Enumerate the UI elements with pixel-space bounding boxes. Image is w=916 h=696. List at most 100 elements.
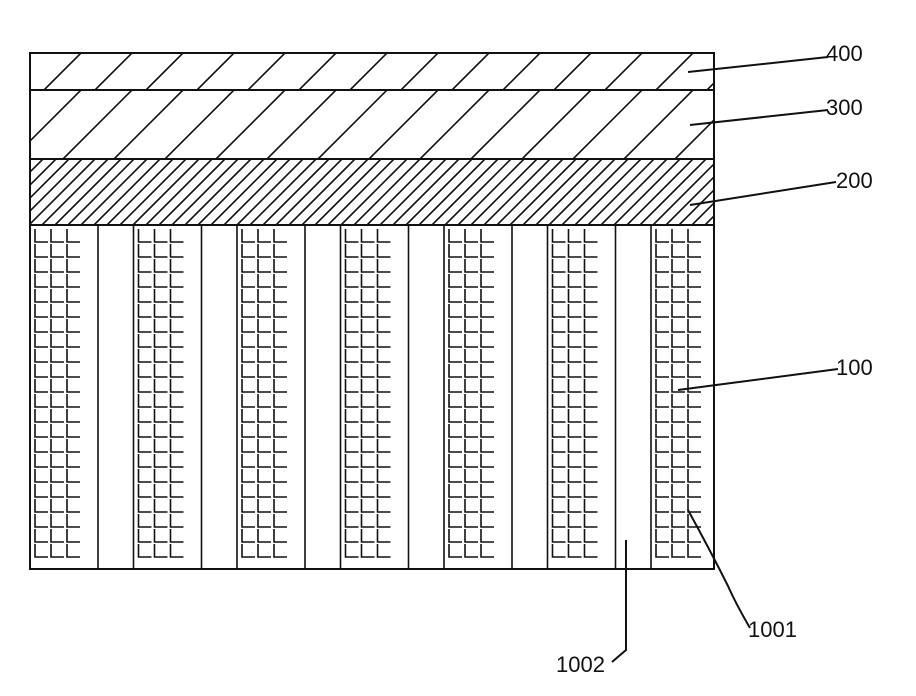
grid-cell: [35, 394, 48, 407]
layer-200-hatch-line: [211, 159, 277, 225]
grid-cell: [171, 394, 184, 407]
grid-cell: [35, 304, 48, 317]
grid-cell: [465, 454, 478, 467]
grid-cell: [449, 454, 462, 467]
grid-cell: [171, 334, 184, 347]
layer-300: [0, 90, 795, 159]
grid-cell: [155, 304, 168, 317]
layer-200-hatch-line: [692, 159, 758, 225]
grid-cell: [672, 229, 685, 242]
grid-cell: [553, 544, 566, 557]
grid-cell: [449, 394, 462, 407]
grid-cell: [242, 259, 255, 272]
grid-cell: [672, 409, 685, 422]
grid-cell: [585, 409, 598, 422]
grid-cell: [155, 529, 168, 542]
grid-cell: [242, 274, 255, 287]
grid-cell: [171, 379, 184, 392]
grid-cell: [171, 319, 184, 332]
grid-cell: [258, 289, 271, 302]
grid-cell: [274, 394, 287, 407]
grid-cell: [258, 379, 271, 392]
grid-cell: [569, 274, 582, 287]
grid-cell: [553, 244, 566, 257]
grid-cell: [569, 454, 582, 467]
grid-cell: [171, 289, 184, 302]
grid-cell: [449, 289, 462, 302]
grid-column-outline: [651, 225, 714, 569]
layer-200-hatch-line: [263, 159, 329, 225]
grid-cell: [139, 394, 152, 407]
grid-cell: [274, 544, 287, 557]
grid-cell: [171, 439, 184, 452]
grid-cell: [378, 349, 391, 362]
grid-cell: [139, 229, 152, 242]
layer-200-hatch-line: [0, 159, 56, 225]
layer-200-hatch-line: [406, 159, 472, 225]
grid-cell: [67, 529, 80, 542]
grid-cell: [67, 499, 80, 512]
grid-cell: [378, 244, 391, 257]
grid-cell: [449, 274, 462, 287]
grid-cell: [481, 349, 494, 362]
grid-cell: [258, 454, 271, 467]
grid-cell: [569, 439, 582, 452]
grid-cell: [553, 259, 566, 272]
grid-cell: [67, 439, 80, 452]
grid-column: [134, 225, 202, 569]
grid-cell: [585, 319, 598, 332]
grid-cell: [378, 529, 391, 542]
grid-cell: [139, 484, 152, 497]
grid-cell: [688, 259, 701, 272]
grid-cell: [569, 529, 582, 542]
grid-cell: [688, 319, 701, 332]
grid-cell: [688, 454, 701, 467]
grid-cell: [35, 439, 48, 452]
grid-cell: [258, 439, 271, 452]
grid-cell: [688, 289, 701, 302]
grid-cell: [362, 349, 375, 362]
layer-200-hatch-line: [16, 159, 82, 225]
grid-cell: [449, 244, 462, 257]
grid-cell: [274, 319, 287, 332]
grid-cell: [67, 469, 80, 482]
grid-cell: [656, 229, 669, 242]
grid-cell: [155, 364, 168, 377]
grid-cell: [672, 394, 685, 407]
grid-cell: [585, 499, 598, 512]
grid-cell: [656, 244, 669, 257]
grid-column-outline: [30, 225, 98, 569]
grid-cell: [67, 304, 80, 317]
grid-cell: [656, 514, 669, 527]
grid-cell: [362, 514, 375, 527]
layer-400-hatch-line: [758, 53, 795, 90]
grid-cell: [449, 304, 462, 317]
grid-cell: [553, 229, 566, 242]
grid-cell: [553, 469, 566, 482]
grid-cell: [171, 349, 184, 362]
grid-cell: [569, 499, 582, 512]
layer-200-hatch-line: [0, 159, 30, 225]
layer-400-hatch-line: [503, 53, 540, 90]
grid-cell: [362, 544, 375, 557]
grid-cell: [242, 544, 255, 557]
grid-cell: [688, 334, 701, 347]
grid-cell: [155, 439, 168, 452]
grid-cell: [67, 394, 80, 407]
grid-cell: [378, 499, 391, 512]
grid-cell: [553, 499, 566, 512]
grid-cell: [688, 409, 701, 422]
grid-cell: [258, 544, 271, 557]
grid-cell: [67, 424, 80, 437]
grid-cell: [481, 244, 494, 257]
grid-cell: [378, 229, 391, 242]
grid-cell: [274, 259, 287, 272]
grid-cell: [258, 514, 271, 527]
grid-cell: [139, 244, 152, 257]
grid-cell: [35, 544, 48, 557]
grid-cell: [242, 529, 255, 542]
grid-cell: [569, 409, 582, 422]
grid-cell: [67, 454, 80, 467]
grid-cell: [346, 334, 359, 347]
layer-400-hatch-line: [656, 53, 693, 90]
